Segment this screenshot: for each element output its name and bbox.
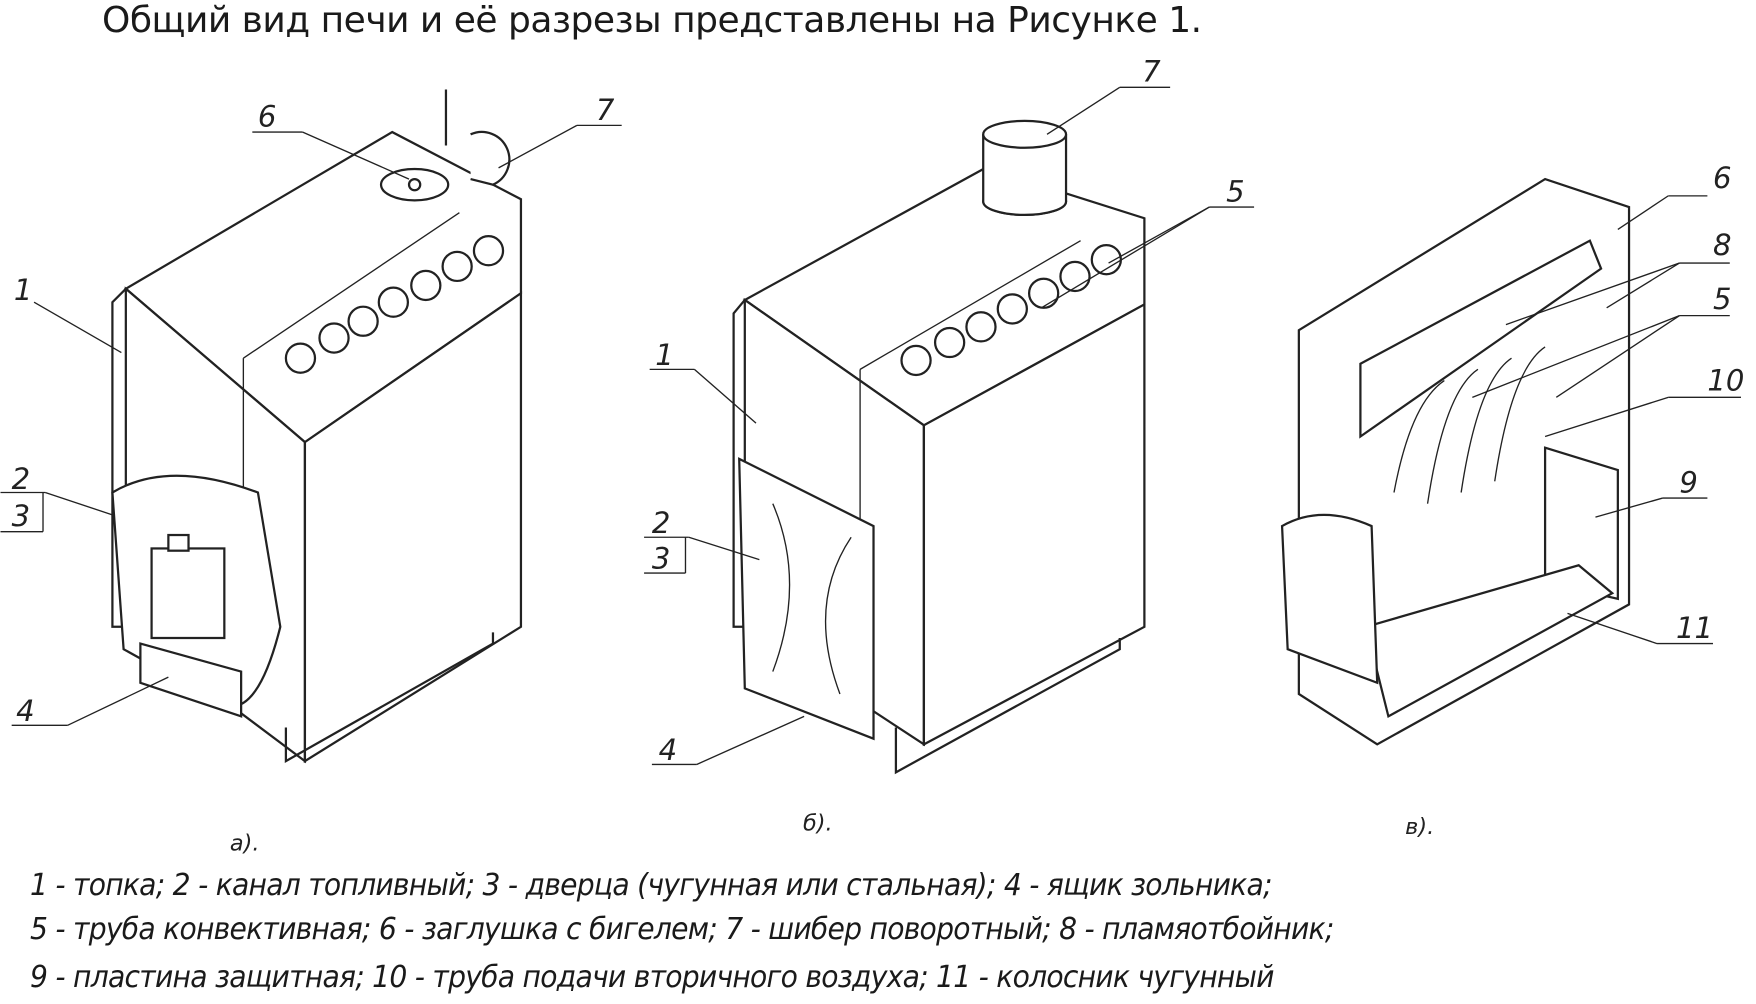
svg-text:2: 2 [12, 462, 31, 496]
svg-text:8: 8 [1713, 228, 1732, 262]
svg-text:3: 3 [12, 499, 31, 533]
svg-text:11: 11 [1676, 611, 1713, 645]
convection-pipes [900, 244, 1123, 377]
stove-view-a: 1 23 4 6 7 а). [0, 89, 622, 857]
convection-pipes [284, 235, 505, 374]
view-caption-b: б). [803, 811, 833, 837]
view-caption-a: а). [230, 831, 260, 857]
svg-text:9: 9 [1679, 465, 1698, 499]
svg-text:5: 5 [1713, 282, 1732, 316]
svg-text:2: 2 [652, 506, 671, 540]
svg-text:1: 1 [655, 338, 674, 372]
svg-text:3: 3 [652, 542, 671, 576]
legend-line-2: 5 - труба конвективная; 6 - заглушка с б… [30, 912, 1334, 947]
legend-line-3: 9 - пластина защитная; 10 - труба подачи… [30, 960, 1274, 995]
svg-text:4: 4 [16, 694, 35, 728]
svg-text:10: 10 [1707, 364, 1744, 398]
stove-view-b: 1 23 4 7 5 б). [644, 55, 1255, 837]
stove-view-c: 6 8 5 10 9 11 в). [1280, 161, 1744, 840]
svg-text:1: 1 [14, 273, 33, 307]
svg-text:6: 6 [258, 99, 277, 133]
svg-text:6: 6 [1713, 161, 1732, 195]
svg-text:4: 4 [659, 733, 678, 767]
svg-text:5: 5 [1226, 174, 1245, 208]
page-heading: Общий вид печи и её разрезы представлены… [102, 0, 1202, 41]
svg-text:7: 7 [1142, 55, 1161, 89]
view-caption-c: в). [1405, 814, 1434, 840]
svg-text:7: 7 [596, 93, 615, 127]
legend-line-1: 1 - топка; 2 - канал топливный; 3 - двер… [30, 868, 1272, 903]
